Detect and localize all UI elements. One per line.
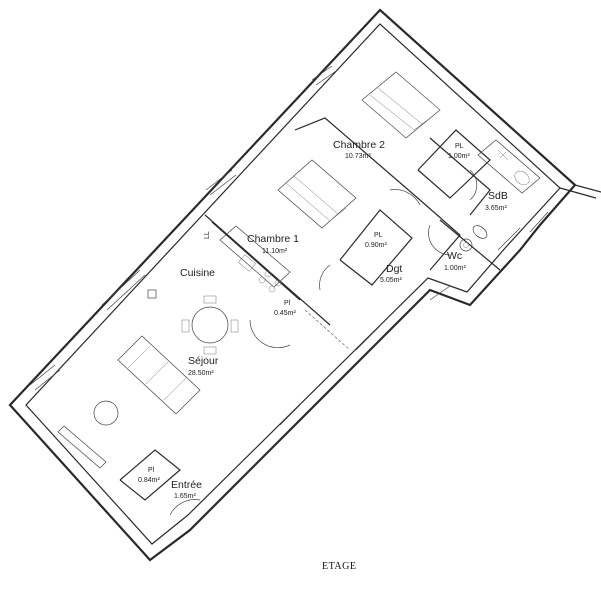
sejour-name: Séjour [188,355,219,367]
toilet [472,225,488,239]
kitchen-counter [219,225,291,293]
outer-walls [8,8,601,562]
washbasin [459,238,473,252]
pl-cuisine-name: Pl [284,300,291,307]
pl-chambre-2-area: 1.00m² [448,153,470,160]
dining-table [181,295,239,355]
bed-chambre-1 [277,159,357,229]
pl-chambre-1-name: PL [374,232,383,239]
chambre-1-area: 11.10m² [262,248,288,255]
pl-entree-area: 0.84m² [138,477,160,484]
sejour-area: 28.50m² [188,370,214,377]
chambre-2-name: Chambre 2 [333,139,385,151]
pl-chambre-2-name: PL [455,143,464,150]
room-labels: Chambre 2 10.73m² PL 1.00m² SdB 3.65m² C… [138,139,508,500]
coffee-table [93,400,119,426]
shower-symbol [497,149,509,161]
entree-name: Entrée [171,479,202,491]
chambre-2-area: 10.73m² [345,153,371,160]
electrical-panel [147,289,157,299]
sofa [117,335,201,415]
windows [29,65,549,426]
bed-chambre-2 [361,71,441,139]
entree-area: 1.65m² [174,493,196,500]
laundry-label: LL [204,231,211,239]
pl-entree-name: Pl [148,467,155,474]
sdb-area: 3.65m² [485,205,507,212]
tv-unit [57,425,107,469]
pl-chambre-1-area: 0.90m² [365,242,387,249]
wc-area: 1.00m² [444,265,466,272]
bathtub [477,139,541,194]
doors [169,169,478,516]
chambre-1-name: Chambre 1 [247,233,299,245]
dgt-area: 5.05m² [380,277,402,284]
dgt-name: Dgt [386,263,402,275]
pl-cuisine-area: 0.45m² [274,310,296,317]
wc-name: Wc [447,250,462,262]
floor-label: ETAGE [322,561,356,572]
cuisine-name: Cuisine [180,267,215,279]
sdb-name: SdB [488,190,508,202]
partitions [119,117,501,501]
